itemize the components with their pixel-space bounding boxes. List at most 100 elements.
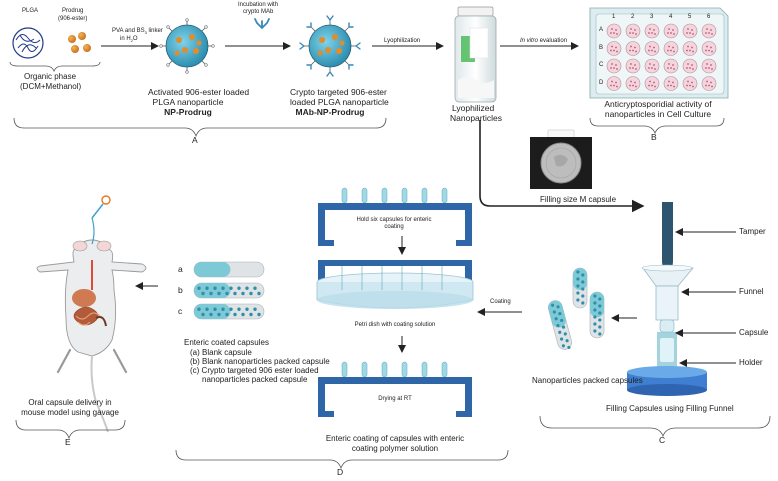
well-plate-icon [589, 7, 729, 99]
well [606, 23, 622, 39]
well-grid [606, 23, 717, 91]
lyophilized-label-2: Nanoparticles [450, 113, 502, 123]
plate-row-label: B [599, 44, 604, 51]
well [663, 41, 679, 56]
brace-e [15, 419, 126, 440]
plate-col-label: 4 [669, 14, 673, 20]
water-label: in H2O [120, 36, 138, 44]
enteric-item-c: (c) Crypto targeted 906 ester loaded [190, 366, 319, 375]
well [682, 76, 698, 91]
drying-holder-icon [318, 361, 472, 417]
plate-desc-2: nanoparticles in Cell Culture [604, 109, 712, 119]
capsule [572, 267, 588, 309]
plate-row-label: C [599, 62, 604, 68]
pva-label: PVA and BS3 linker [112, 28, 163, 36]
plga-polymer-icon [12, 27, 44, 59]
capsule [589, 291, 605, 339]
size-m-label: Filling size M capsule [540, 195, 617, 204]
plate-col-label: 3 [650, 14, 654, 20]
filling-caption: Filling Capsules using Filling Funnel [606, 404, 734, 413]
prodrug-particles-icon [68, 32, 91, 53]
well [701, 76, 717, 91]
coating-desc-2: coating polymer solution [351, 444, 439, 453]
capsule-label: Capsule [739, 328, 769, 337]
mab-desc-2: loaded PLGA nanoparticle [290, 97, 389, 107]
np-prodrug-icon [159, 18, 215, 74]
organic-phase-label: Organic phase [24, 72, 77, 81]
coating-label: Coating [490, 299, 511, 305]
enteric-label-b: b [178, 285, 183, 295]
in-vitro-label: In vitro evaluation [520, 38, 568, 44]
capsule [193, 261, 265, 278]
incubation-label-1: Incubation with [238, 2, 279, 8]
panel-label-a: A [192, 135, 198, 145]
funnel-label: Funnel [739, 287, 764, 296]
organic-phase-solvents: (DCM+Methanol) [20, 82, 82, 91]
brace-d [175, 449, 509, 470]
filling-device-icon [627, 202, 707, 396]
plate-col-label: 5 [688, 14, 692, 20]
petri-caption: Petri dish with coating solution [354, 322, 436, 328]
well [644, 76, 660, 91]
well [606, 76, 622, 91]
well [625, 23, 641, 39]
panel-label-d: D [337, 467, 344, 477]
brace-b [589, 117, 725, 135]
well [625, 76, 641, 91]
packed-caption: Nanoparticles packed capsules [532, 376, 643, 385]
well [625, 41, 641, 56]
mouse-caption-1: Oral capsule delivery in [28, 398, 112, 407]
well [701, 23, 717, 39]
hold-caption-2: coating [384, 224, 404, 230]
plate-col-label: 1 [612, 14, 616, 20]
well [625, 58, 641, 74]
enteric-item-c-2: nanoparticles packed capsule [202, 375, 308, 384]
well [606, 58, 622, 74]
well [663, 58, 679, 74]
petri-dish-icon [316, 260, 474, 309]
panel-label-c: C [659, 435, 666, 445]
enteric-label-a: a [178, 264, 183, 274]
antibody-icon [254, 18, 270, 29]
mab-desc-1: Crypto targeted 906-ester [290, 87, 387, 97]
well [701, 58, 717, 74]
np-name: NP-Prodrug [164, 107, 212, 117]
well [682, 58, 698, 74]
mab-np-prodrug-icon [299, 15, 361, 77]
brace-c [539, 415, 771, 438]
prodrug-sub-label: (906-ester) [58, 16, 88, 22]
hold-caption-1: Hold six capsules for enteric [356, 217, 432, 223]
plate-col-label: 2 [631, 14, 635, 20]
organic-brace [9, 61, 101, 73]
well [701, 41, 717, 56]
incubation-label-2: crypto MAb [243, 9, 274, 15]
well [663, 76, 679, 91]
capsule [193, 303, 265, 320]
capsule-holder-top-icon [318, 187, 472, 246]
well [644, 41, 660, 56]
np-desc-1: Activated 906-ester loaded [148, 87, 250, 97]
lyophilized-vial-icon [454, 6, 497, 103]
coating-desc-1: Enteric coating of capsules with enteric [325, 434, 465, 443]
tamper-label: Tamper [739, 227, 766, 236]
well [644, 58, 660, 74]
well [682, 23, 698, 39]
panel-label-b: B [651, 132, 657, 142]
enteric-capsules-icon [193, 261, 265, 320]
enteric-label-c: c [178, 306, 183, 316]
enteric-item-a: (a) Blank capsule [190, 348, 252, 357]
well [663, 23, 679, 39]
plga-label: PLGA [22, 8, 39, 14]
panel-label-e: E [65, 437, 71, 447]
np-desc-2: PLGA nanoparticle [152, 97, 224, 107]
mouse-icon [36, 195, 147, 433]
lyophilized-label-1: Lyophilized [452, 103, 495, 113]
enteric-title: Enteric coated capsules [184, 338, 269, 347]
lyophilization-label: Lyophilization [384, 38, 421, 44]
brace-a [13, 117, 387, 138]
mab-name: MAb-NP-Prodrug [295, 107, 365, 117]
capsule [548, 300, 572, 350]
plate-row-label: A [599, 27, 604, 33]
arrow-to-filling [479, 120, 645, 213]
